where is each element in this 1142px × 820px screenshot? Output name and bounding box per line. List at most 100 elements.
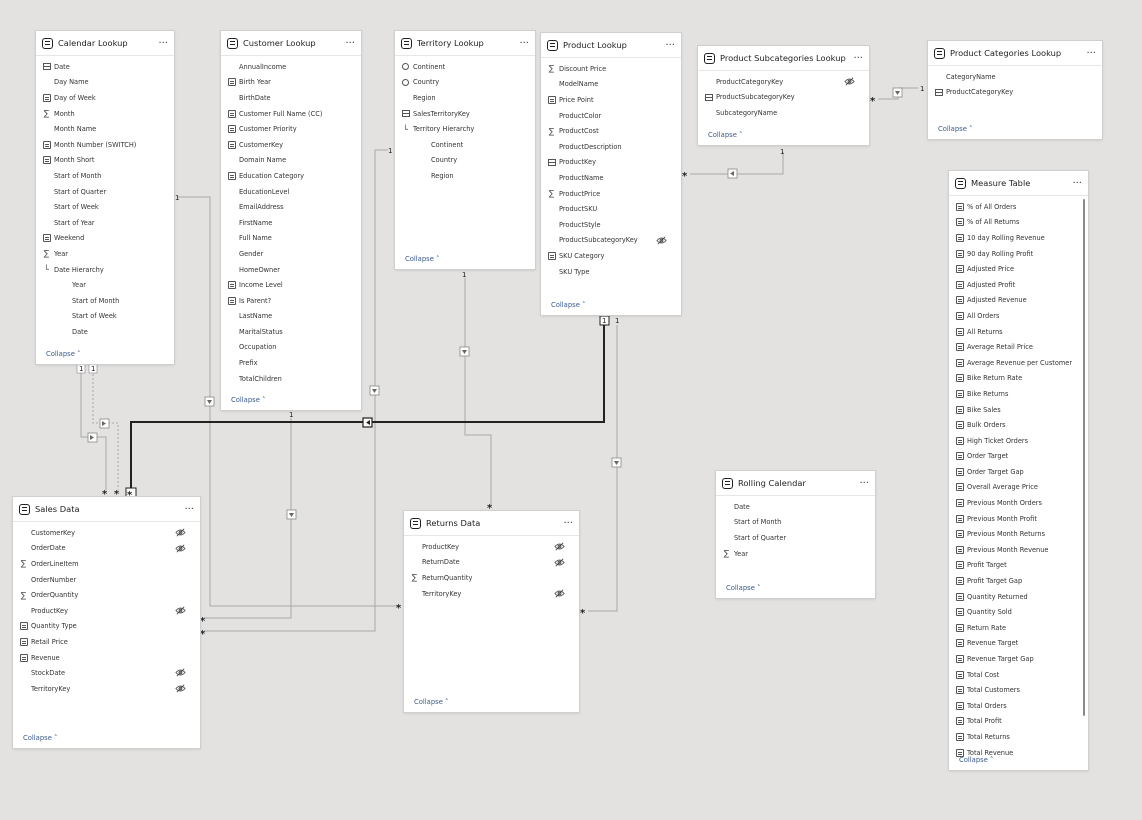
field-row[interactable]: Price Point [541, 92, 681, 108]
field-row[interactable]: Continent [395, 137, 535, 153]
hidden-eye-icon[interactable] [656, 236, 667, 245]
table-card-measures[interactable]: Measure Table··· % of All Orders% of All … [949, 171, 1088, 770]
collapse-button[interactable]: Collapse ˄ [46, 350, 80, 358]
field-row[interactable]: Adjusted Revenue [949, 293, 1088, 309]
field-row[interactable]: Full Name [221, 231, 361, 247]
field-row[interactable]: High Ticket Orders [949, 433, 1088, 449]
field-row[interactable]: SKU Category [541, 248, 681, 264]
field-row[interactable]: ProductDescription [541, 139, 681, 155]
field-row[interactable]: Profit Target Gap [949, 573, 1088, 589]
field-row[interactable]: Bike Returns [949, 386, 1088, 402]
table-header[interactable]: Product Subcategories Lookup··· [698, 46, 869, 71]
field-row[interactable]: HomeOwner [221, 262, 361, 278]
field-row[interactable]: Bike Return Rate [949, 371, 1088, 387]
table-header[interactable]: Product Categories Lookup··· [928, 41, 1102, 66]
field-row[interactable]: ModelName [541, 77, 681, 93]
field-row[interactable]: Day of Week [36, 90, 174, 106]
field-row[interactable]: CustomerKey [221, 137, 361, 153]
field-row[interactable]: ∑OrderLineItem [13, 556, 200, 572]
more-options-button[interactable]: ··· [859, 477, 869, 489]
collapse-button[interactable]: Collapse ˄ [938, 125, 972, 133]
field-row[interactable]: ProductSubcategoryKey [698, 90, 869, 106]
field-row[interactable]: MaritalStatus [221, 324, 361, 340]
table-header[interactable]: Measure Table··· [949, 171, 1088, 196]
field-row[interactable]: ProductName [541, 170, 681, 186]
field-row[interactable]: Continent [395, 59, 535, 75]
field-row[interactable]: Adjusted Profit [949, 277, 1088, 293]
field-row[interactable]: ProductCategoryKey [698, 74, 869, 90]
table-header[interactable]: Territory Lookup··· [395, 31, 535, 56]
field-row[interactable]: Bike Sales [949, 402, 1088, 418]
field-row[interactable]: Order Target [949, 449, 1088, 465]
field-row[interactable]: Start of Year [36, 215, 174, 231]
field-row[interactable]: CategoryName [928, 69, 1102, 85]
field-row[interactable]: TerritoryKey [404, 586, 579, 602]
field-row[interactable]: SKU Type [541, 264, 681, 280]
field-row[interactable]: ∑Year [36, 246, 174, 262]
field-row[interactable]: Average Revenue per Customer [949, 355, 1088, 371]
table-header[interactable]: Customer Lookup··· [221, 31, 361, 56]
field-row[interactable]: Previous Month Revenue [949, 542, 1088, 558]
field-row[interactable]: LastName [221, 309, 361, 325]
field-row[interactable]: Month Name [36, 121, 174, 137]
collapse-button[interactable]: Collapse ˄ [726, 584, 760, 592]
field-row[interactable]: Country [395, 153, 535, 169]
collapse-button[interactable]: Collapse ˄ [231, 396, 265, 404]
collapse-button[interactable]: Collapse ˄ [959, 756, 993, 764]
field-row[interactable]: Birth Year [221, 75, 361, 91]
field-row[interactable]: 10 day Rolling Revenue [949, 230, 1088, 246]
field-row[interactable]: Revenue [13, 650, 200, 666]
field-row[interactable]: % of All Returns [949, 215, 1088, 231]
field-row[interactable]: ∑Discount Price [541, 61, 681, 77]
field-row[interactable]: ∑Year [716, 546, 875, 562]
field-row[interactable]: Total Orders [949, 698, 1088, 714]
field-row[interactable]: Start of Week [36, 309, 174, 325]
collapse-button[interactable]: Collapse ˄ [405, 255, 439, 263]
field-row[interactable]: TotalChildren [221, 371, 361, 387]
field-row[interactable]: TerritoryKey [13, 681, 200, 697]
field-row[interactable]: Start of Week [36, 199, 174, 215]
field-row[interactable]: Region [395, 168, 535, 184]
field-row[interactable]: FirstName [221, 215, 361, 231]
field-row[interactable]: └Date Hierarchy [36, 262, 174, 278]
field-row[interactable]: Total Profit [949, 714, 1088, 730]
more-options-button[interactable]: ··· [1072, 177, 1082, 189]
hidden-eye-icon[interactable] [844, 77, 855, 86]
table-header[interactable]: Sales Data··· [13, 497, 200, 522]
field-row[interactable]: Previous Month Returns [949, 526, 1088, 542]
more-options-button[interactable]: ··· [158, 37, 168, 49]
field-row[interactable]: Income Level [221, 277, 361, 293]
field-row[interactable]: Customer Priority [221, 121, 361, 137]
field-row[interactable]: Start of Month [716, 515, 875, 531]
field-row[interactable]: └Territory Hierarchy [395, 121, 535, 137]
field-row[interactable]: Start of Quarter [716, 530, 875, 546]
field-row[interactable]: ProductKey [541, 155, 681, 171]
field-row[interactable]: Total Revenue [949, 745, 1088, 759]
more-options-button[interactable]: ··· [184, 503, 194, 515]
field-row[interactable]: Quantity Returned [949, 589, 1088, 605]
collapse-button[interactable]: Collapse ˄ [551, 301, 585, 309]
field-row[interactable]: All Returns [949, 324, 1088, 340]
field-row[interactable]: ProductKey [13, 603, 200, 619]
field-row[interactable]: Average Retail Price [949, 339, 1088, 355]
field-row[interactable]: % of All Orders [949, 199, 1088, 215]
field-row[interactable]: Date [36, 59, 174, 75]
table-header[interactable]: Product Lookup··· [541, 33, 681, 58]
field-row[interactable]: Domain Name [221, 153, 361, 169]
more-options-button[interactable]: ··· [1086, 47, 1096, 59]
field-row[interactable]: Date [36, 324, 174, 340]
field-row[interactable]: Total Customers [949, 682, 1088, 698]
hidden-eye-icon[interactable] [175, 684, 186, 693]
field-row[interactable]: ProductKey [404, 539, 579, 555]
field-row[interactable]: SalesTerritoryKey [395, 106, 535, 122]
hidden-eye-icon[interactable] [554, 589, 565, 598]
field-row[interactable]: Customer Full Name (CC) [221, 106, 361, 122]
field-row[interactable]: Total Cost [949, 667, 1088, 683]
field-row[interactable]: Revenue Target Gap [949, 651, 1088, 667]
